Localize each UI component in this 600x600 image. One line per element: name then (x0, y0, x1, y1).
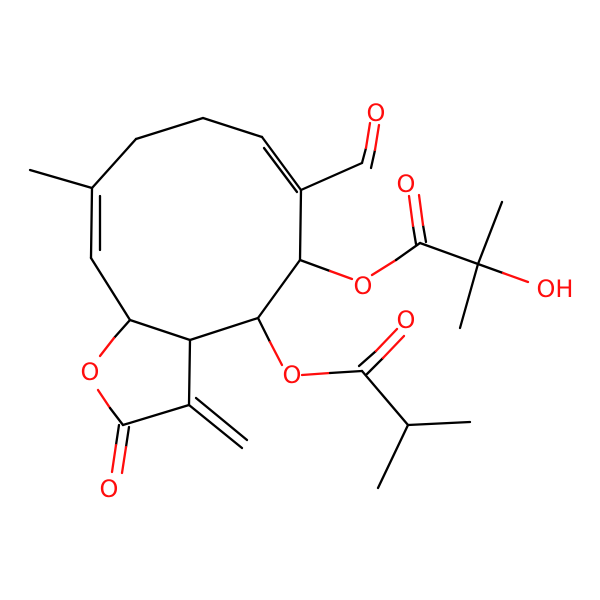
atom-label-ring-oxygen: O (81, 358, 100, 386)
atom-label-hydroxyl: OH (537, 275, 574, 303)
atom-label-ester2-ether-oxygen: O (283, 361, 302, 389)
carbon-skeleton-bonds (28, 116, 504, 490)
oxygen-bonds (96, 121, 530, 475)
atom-labels: O O O OH O O O O (81, 99, 574, 503)
atom-label-ester1-carbonyl-oxygen: O (397, 170, 416, 198)
atom-label-ester1-ether-oxygen: O (354, 272, 373, 300)
atom-label-lactone-carbonyl-oxygen: O (100, 475, 119, 503)
atom-label-aldehyde-oxygen: O (367, 99, 386, 127)
atom-label-ester2-carbonyl-oxygen: O (397, 306, 416, 334)
